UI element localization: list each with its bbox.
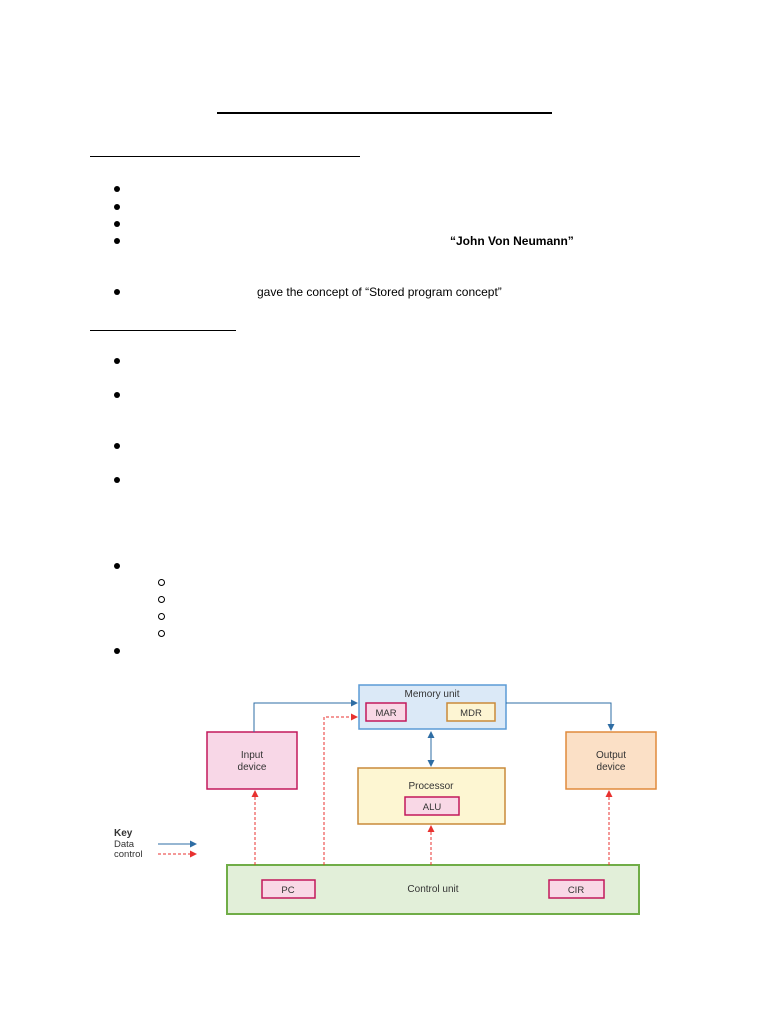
bullet xyxy=(114,221,120,227)
memory-unit-box: Memory unit MAR MDR xyxy=(358,684,507,730)
bullet xyxy=(114,477,120,483)
memory-unit-label: Memory unit xyxy=(404,689,459,700)
control-to-memory-arrow xyxy=(323,713,358,865)
output-device-box: Output device xyxy=(565,731,657,790)
processor-label: Processor xyxy=(408,781,454,792)
diagram-key: Key Data control xyxy=(114,828,197,860)
mar-label: MAR xyxy=(375,708,396,719)
bullet xyxy=(114,443,120,449)
pc-label: PC xyxy=(281,885,294,896)
input-to-memory-arrow xyxy=(253,699,358,732)
memory-to-output-arrow xyxy=(506,702,615,731)
input-device-label-2: device xyxy=(238,762,267,773)
bullet xyxy=(114,186,120,192)
section2-underline xyxy=(90,330,236,331)
output-device-label-1: Output xyxy=(596,750,626,761)
bullet xyxy=(114,204,120,210)
processor-box: Processor ALU xyxy=(357,767,506,825)
cir-label: CIR xyxy=(568,885,585,896)
bullet xyxy=(114,289,120,295)
bullet xyxy=(114,392,120,398)
john-von-neumann-text: “John Von Neumann” xyxy=(450,234,574,248)
key-data-label: Data xyxy=(114,839,135,850)
key-control-label: control xyxy=(114,849,143,860)
pc-box xyxy=(261,879,316,899)
input-device-label-1: Input xyxy=(241,750,263,761)
mdr-label: MDR xyxy=(460,708,482,719)
bullet xyxy=(114,238,120,244)
bullet xyxy=(114,648,120,654)
mar-box xyxy=(365,702,407,722)
alu-label: ALU xyxy=(423,802,442,813)
sub-bullet xyxy=(158,630,165,637)
control-unit-label: Control unit xyxy=(407,884,458,895)
von-neumann-diagram: Memory unit MAR MDR Input device Output … xyxy=(114,684,657,915)
mdr-box xyxy=(446,702,496,722)
output-device-label-2: device xyxy=(597,762,626,773)
cir-box xyxy=(548,879,605,899)
bullet xyxy=(114,563,120,569)
sub-bullet xyxy=(158,596,165,603)
section1-underline xyxy=(90,156,360,157)
alu-box xyxy=(404,796,460,816)
control-unit-box: Control unit PC CIR xyxy=(226,864,640,915)
key-title: Key xyxy=(114,828,133,839)
sub-bullet xyxy=(158,579,165,586)
sub-bullet xyxy=(158,613,165,620)
stored-program-text: gave the concept of “Stored program conc… xyxy=(257,285,502,299)
bullet xyxy=(114,358,120,364)
input-device-box: Input device xyxy=(206,731,298,790)
title-underline xyxy=(217,112,552,114)
